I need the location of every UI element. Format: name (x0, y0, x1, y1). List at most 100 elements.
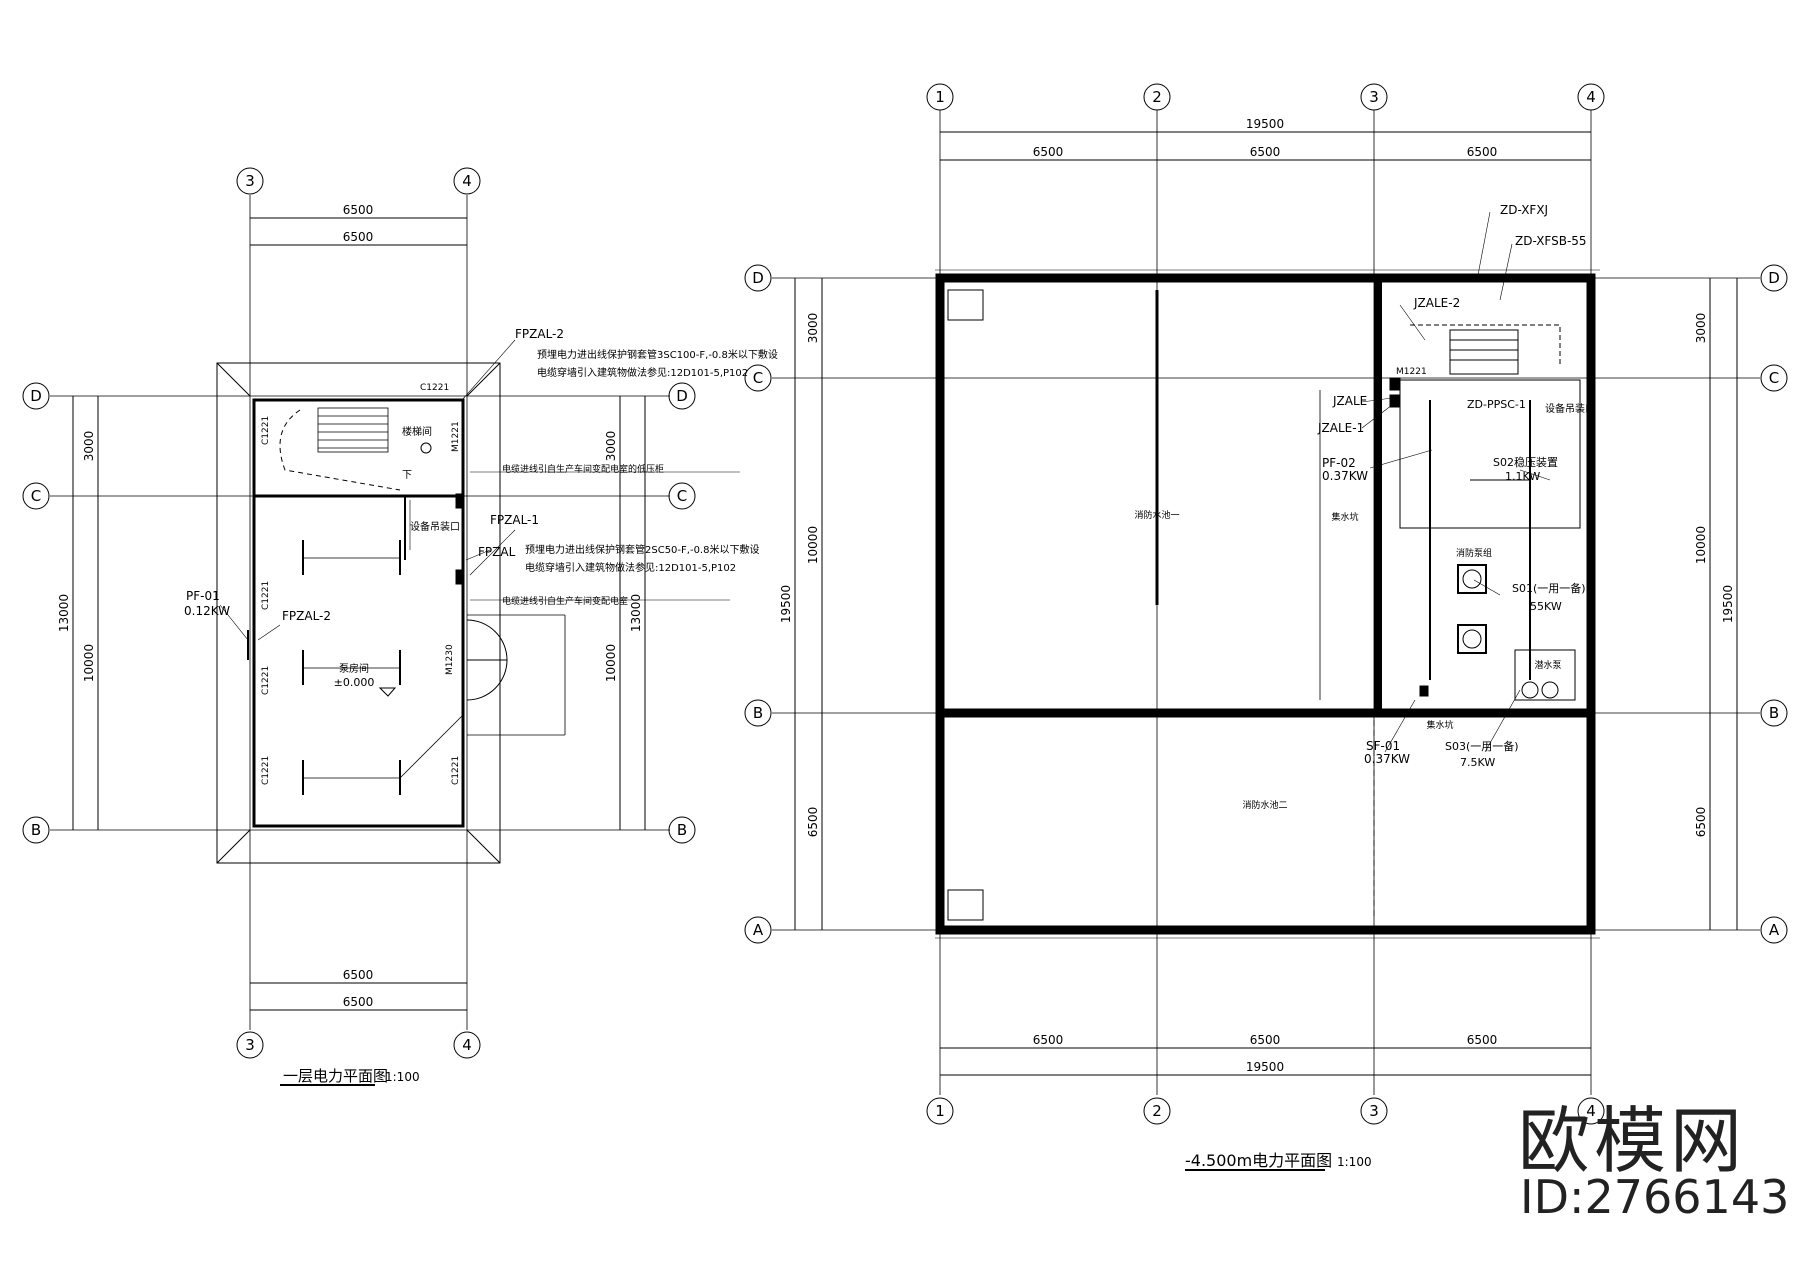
plan2-dim-top-c: 6500 (1467, 145, 1498, 159)
plan2-dim-top-a: 6500 (1033, 145, 1064, 159)
plan1-roof-hip (466, 829, 501, 864)
plan2-axis-1-top-bubble (926, 83, 954, 111)
plan2-dim-right-top: 3000 (1694, 313, 1708, 344)
plan2-dim-bottom-total: 19500 (1246, 1060, 1284, 1074)
plan2-axis-A-right-bubble (1760, 916, 1788, 944)
plan1-dim-left-bottom: 10000 (82, 644, 96, 682)
plan2-leaders (1361, 211, 1551, 753)
plan1-axis-4-top-bubble (453, 167, 481, 195)
plan1-label-c1221-right: C1221 (451, 756, 461, 785)
plan2-axis-D-left-bubble (744, 264, 772, 292)
plan2-label-sf01: SF-01 (1366, 739, 1400, 753)
plan2-axis-D-right-label: D (1768, 269, 1780, 287)
plan1-label-fpzal: FPZAL (478, 545, 516, 559)
plan1-label-c1221-left4: C1221 (261, 756, 271, 785)
plan2-dim-bottom-b: 6500 (1250, 1033, 1281, 1047)
plan1-label-pf01: PF-01 (186, 589, 220, 603)
plan1-stair-direction-arrow (279, 409, 401, 491)
plan1-label-c1221-left2: C1221 (261, 581, 271, 610)
plan1-text: 3 4 3 4 D C B D C B 6500 6500 6500 6500 … (30, 172, 778, 1085)
plan1-dim-top-a: 6500 (343, 203, 374, 217)
plan2-title: -4.500m电力平面图 (1185, 1151, 1332, 1170)
plan1-stair-treads (317, 407, 389, 453)
plan1-axis-B-right-label: B (677, 821, 687, 839)
plan1-roof-hip (216, 362, 251, 397)
plan2-axis-B-left-label: B (753, 704, 763, 722)
plan2-axis-D-left-label: D (752, 269, 764, 287)
plan2-label-m1221: M1221 (1396, 367, 1427, 377)
plan1-note-mid2: 电缆进线引自生产车间变配电室 (502, 595, 628, 607)
plan1-label-stairs: 楼梯间 (402, 425, 432, 438)
plan2-dim-left-mid: 10000 (806, 526, 820, 564)
plan2-dim-right-mid: 10000 (1694, 526, 1708, 564)
plan2-axis-A-left-label: A (753, 921, 764, 939)
plan2-label-zd-ppsc: ZD-PPSC-1 (1467, 398, 1526, 411)
plan2-label-hoist: 设备吊装口 (1545, 402, 1595, 415)
plan2-dim-bottom-c: 6500 (1467, 1033, 1498, 1047)
plan2-label-pf02: PF-02 (1322, 456, 1356, 470)
plan1-panel-fpzal (455, 493, 465, 509)
plan1-label-m1230: M1230 (445, 644, 455, 675)
plan2-label-jzale1: JZALE-1 (1317, 421, 1364, 435)
plan1-dim-left-total: 13000 (57, 594, 71, 632)
plan1-axis-3-top-bubble (236, 167, 264, 195)
plan2-label-sf01-kw: 0.37KW (1364, 752, 1410, 766)
plan1-label-c1221-left: C1221 (261, 416, 271, 445)
plan2-label-jzale2: JZALE-2 (1413, 296, 1460, 310)
plan2-axis-4-bottom-label: 4 (1586, 1102, 1596, 1120)
plan2-outer-walls (935, 273, 1596, 935)
plan1-dim-bottom-a: 6500 (343, 968, 374, 982)
plan2-axis-B-right-bubble (1760, 699, 1788, 727)
plan2-label-s01: S01(一用一备) (1512, 581, 1586, 595)
plan1-label-fpzal2-top: FPZAL-2 (515, 327, 564, 341)
plan1-leader (461, 339, 516, 401)
plan1-axis-C-left-label: C (31, 487, 41, 505)
plan2-basement-power-plan (744, 83, 1788, 1171)
plan2-text: 1 2 3 4 1 2 3 4 D C B A D C B A 19500 65… (752, 88, 1780, 1170)
plan1-axis-B-right-bubble (668, 816, 696, 844)
plan1-label-pf01-kw: 0.12KW (184, 604, 230, 618)
plan2-axis-3-bottom-bubble (1360, 1097, 1388, 1125)
plan2-axis-C-left-bubble (744, 364, 772, 392)
plan1-axis-D-left-bubble (22, 382, 50, 410)
plan1-axis-3-top-label: 3 (245, 172, 255, 190)
brand-id-text: ID:2766143 (1520, 1170, 1790, 1224)
plan1-axis-B-left-bubble (22, 816, 50, 844)
plan2-axis-2-bottom-label: 2 (1152, 1102, 1162, 1120)
plan2-label-s01-kw: 55KW (1530, 600, 1562, 613)
plan2-dim-right-bottom: 6500 (1694, 807, 1708, 838)
plan1-panel-fpzal1 (455, 569, 465, 585)
plan1-entry-door-2 (466, 659, 508, 701)
plan1-first-floor-power-plan (22, 167, 740, 1086)
plan1-label-down: 下 (402, 470, 412, 481)
plan1-dim-left-top: 3000 (82, 431, 96, 462)
plan2-axis-B-right-label: B (1769, 704, 1779, 722)
plan2-label-zd-xfxj: ZD-XFXJ (1500, 203, 1548, 217)
plan2-label-s02-kw: 1.1KW (1505, 470, 1540, 483)
plan2-label-jzale: JZALE (1332, 394, 1367, 408)
plan1-entry-door (466, 619, 508, 661)
plan1-leader (219, 604, 249, 641)
plan1-elevation-marker (378, 687, 397, 697)
plan1-dim-right-top: 3000 (604, 431, 618, 462)
plan2-dim-right-total: 19500 (1721, 585, 1735, 623)
plan2-axis-1-bottom-bubble (926, 1097, 954, 1125)
plan2-label-s03-kw: 7.5KW (1460, 756, 1495, 769)
plan2-dim-top-total: 19500 (1246, 117, 1284, 131)
plan1-axis-4-bottom-label: 4 (462, 1036, 472, 1054)
plan2-dim-left-bottom: 6500 (806, 807, 820, 838)
plan2-axis-3-top-label: 3 (1369, 88, 1379, 106)
plan2-axis-4-top-bubble (1577, 83, 1605, 111)
plan1-leader (257, 624, 281, 641)
plan2-label-s03: S03(一用一备) (1445, 739, 1519, 753)
plan2-label-zd-xfsb: ZD-XFSB-55 (1515, 234, 1587, 248)
plan2-scale: 1:100 (1337, 1155, 1372, 1169)
plan1-axis-D-right-label: D (676, 387, 688, 405)
plan1-axis-3-bottom-label: 3 (245, 1036, 255, 1054)
plan2-label-pf02-kw: 0.37KW (1322, 469, 1368, 483)
plan1-note-2a: 预埋电力进出线保护钢套管2SC50-F,-0.8米以下敷设 (525, 543, 759, 556)
plan2-axis-1-top-label: 1 (935, 88, 945, 106)
plan2-axis-2-top-bubble (1143, 83, 1171, 111)
plan1-axis-D-right-bubble (668, 382, 696, 410)
plan2-dim-left-total: 19500 (779, 585, 793, 623)
